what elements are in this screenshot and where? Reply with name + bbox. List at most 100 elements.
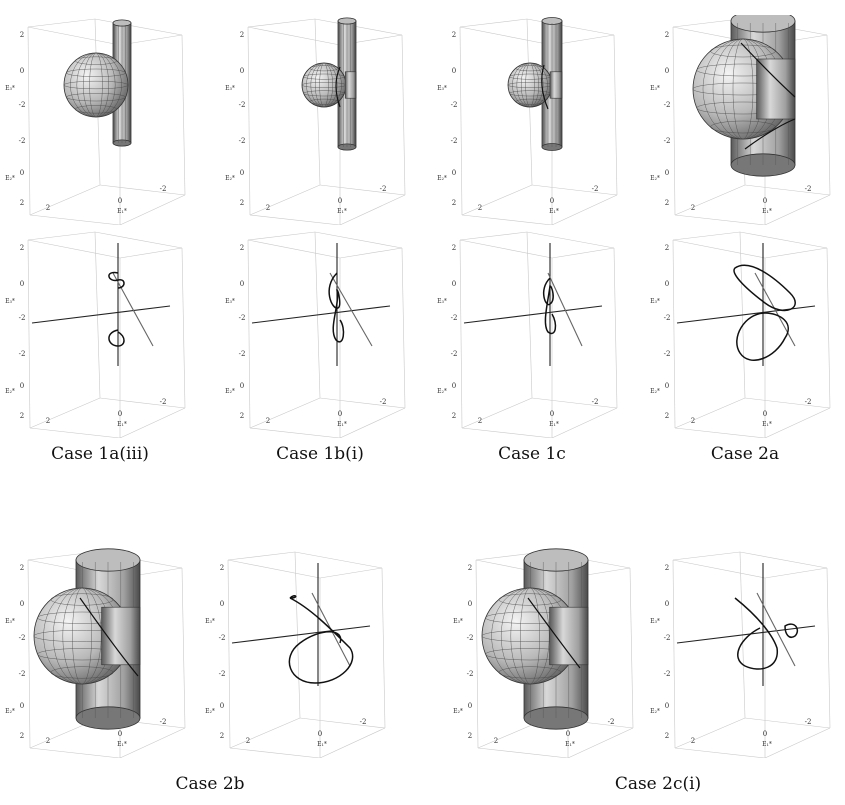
tick-x-2: 2 xyxy=(478,204,482,212)
tick-y-neg2: -2 xyxy=(239,350,246,358)
tick-z-2: 2 xyxy=(665,244,669,252)
box-edge xyxy=(319,727,386,758)
box-edge xyxy=(526,18,615,36)
box-edge xyxy=(319,397,406,409)
intersection-curve xyxy=(79,597,139,677)
axis-label-e1: E₁* xyxy=(762,741,772,748)
axis-label-e3: E₃* xyxy=(5,618,15,625)
sphere-latitude xyxy=(66,93,126,102)
box-edge xyxy=(672,551,741,561)
box-edge xyxy=(299,717,386,729)
caption-case-2b: Case 2b xyxy=(175,774,245,794)
axis-label-e1: E₁* xyxy=(117,421,127,428)
cylinder-front xyxy=(335,66,357,108)
box-edge xyxy=(319,567,383,579)
box-edge xyxy=(526,231,615,249)
intersection-curve xyxy=(541,64,549,110)
tick-y-2: 2 xyxy=(452,199,456,207)
box-edge xyxy=(459,239,553,259)
axis-label-e2: E₂* xyxy=(650,388,660,395)
axis-label-e1: E₁* xyxy=(549,421,559,428)
tick-x-neg2: -2 xyxy=(160,718,167,726)
tick-x-neg2: -2 xyxy=(160,398,167,406)
box-edge xyxy=(461,184,533,216)
tick-y-neg2: -2 xyxy=(239,137,246,145)
axis-label-e1: E₁* xyxy=(117,208,127,215)
bounding-box xyxy=(672,551,831,758)
cylinder-front xyxy=(740,42,796,150)
tick-z-neg2: -2 xyxy=(239,314,246,322)
tick-z-0: 0 xyxy=(20,67,24,75)
tick-y-2: 2 xyxy=(220,732,224,740)
tick-z-neg2: -2 xyxy=(664,101,671,109)
caption-case-2c-i: Case 2c(i) xyxy=(614,774,702,794)
tick-z-neg2: -2 xyxy=(664,314,671,322)
axis-label-e1: E₁* xyxy=(762,421,772,428)
tick-y-neg2: -2 xyxy=(451,137,458,145)
sphere-latitude xyxy=(66,68,126,77)
box-edge xyxy=(459,26,553,46)
axis-label-e1: E₁* xyxy=(549,208,559,215)
tick-x-0: 0 xyxy=(118,730,122,738)
tick-x-2: 2 xyxy=(46,204,50,212)
tick-z-0: 0 xyxy=(220,600,224,608)
tick-y-0: 0 xyxy=(220,702,224,710)
tick-z-2: 2 xyxy=(220,564,224,572)
box-edge xyxy=(119,247,183,259)
cylinder-front xyxy=(79,597,141,677)
box-edge xyxy=(744,397,831,409)
intersection-curve xyxy=(108,271,125,289)
diagonal-axis-line xyxy=(756,592,796,667)
box-edge xyxy=(461,397,533,429)
box-edge xyxy=(27,239,121,259)
bounding-box xyxy=(672,231,831,438)
sphere xyxy=(63,52,129,118)
box-edge xyxy=(247,239,341,259)
box-edge xyxy=(551,407,618,438)
tick-y-neg2: -2 xyxy=(19,137,26,145)
sphere-latitude xyxy=(710,120,776,134)
sphere-latitude xyxy=(50,593,114,606)
sphere-latitude xyxy=(63,80,129,90)
sphere-latitude xyxy=(50,666,114,679)
axis-label-e3: E₃* xyxy=(5,298,15,305)
tick-z-2: 2 xyxy=(665,564,669,572)
box-edge xyxy=(27,559,31,749)
box-edge xyxy=(674,397,746,429)
box-edge xyxy=(459,18,528,28)
tick-z-neg2: -2 xyxy=(451,101,458,109)
tick-y-2: 2 xyxy=(240,412,244,420)
tick-y-0: 0 xyxy=(20,702,24,710)
axis-label-e1: E₁* xyxy=(762,208,772,215)
box-edge xyxy=(249,184,321,216)
tick-x-neg2: -2 xyxy=(592,398,599,406)
box-edge xyxy=(531,397,618,409)
tick-x-neg2: -2 xyxy=(160,185,167,193)
box-edge xyxy=(119,727,186,758)
tick-y-2: 2 xyxy=(665,732,669,740)
box-edge xyxy=(29,397,101,429)
box-edge xyxy=(551,194,618,225)
axis-label-e3: E₃* xyxy=(650,298,660,305)
horizontal-axis-line xyxy=(251,305,391,324)
diagonal-axis-line xyxy=(329,272,373,347)
tick-z-0: 0 xyxy=(452,280,456,288)
box-edge xyxy=(314,18,403,36)
box-edge xyxy=(401,34,406,196)
tick-x-2: 2 xyxy=(266,417,270,425)
bounding-box xyxy=(27,18,186,225)
intersection-curve xyxy=(328,272,345,343)
box-edge xyxy=(381,567,386,729)
bounding-box xyxy=(27,231,186,438)
tick-y-neg2: -2 xyxy=(664,350,671,358)
caption-case-2a: Case 2a xyxy=(710,444,780,464)
axis-label-e2: E₂* xyxy=(650,175,660,182)
box-edge xyxy=(401,247,406,409)
box-edge xyxy=(764,567,828,579)
box-edge xyxy=(551,247,615,259)
